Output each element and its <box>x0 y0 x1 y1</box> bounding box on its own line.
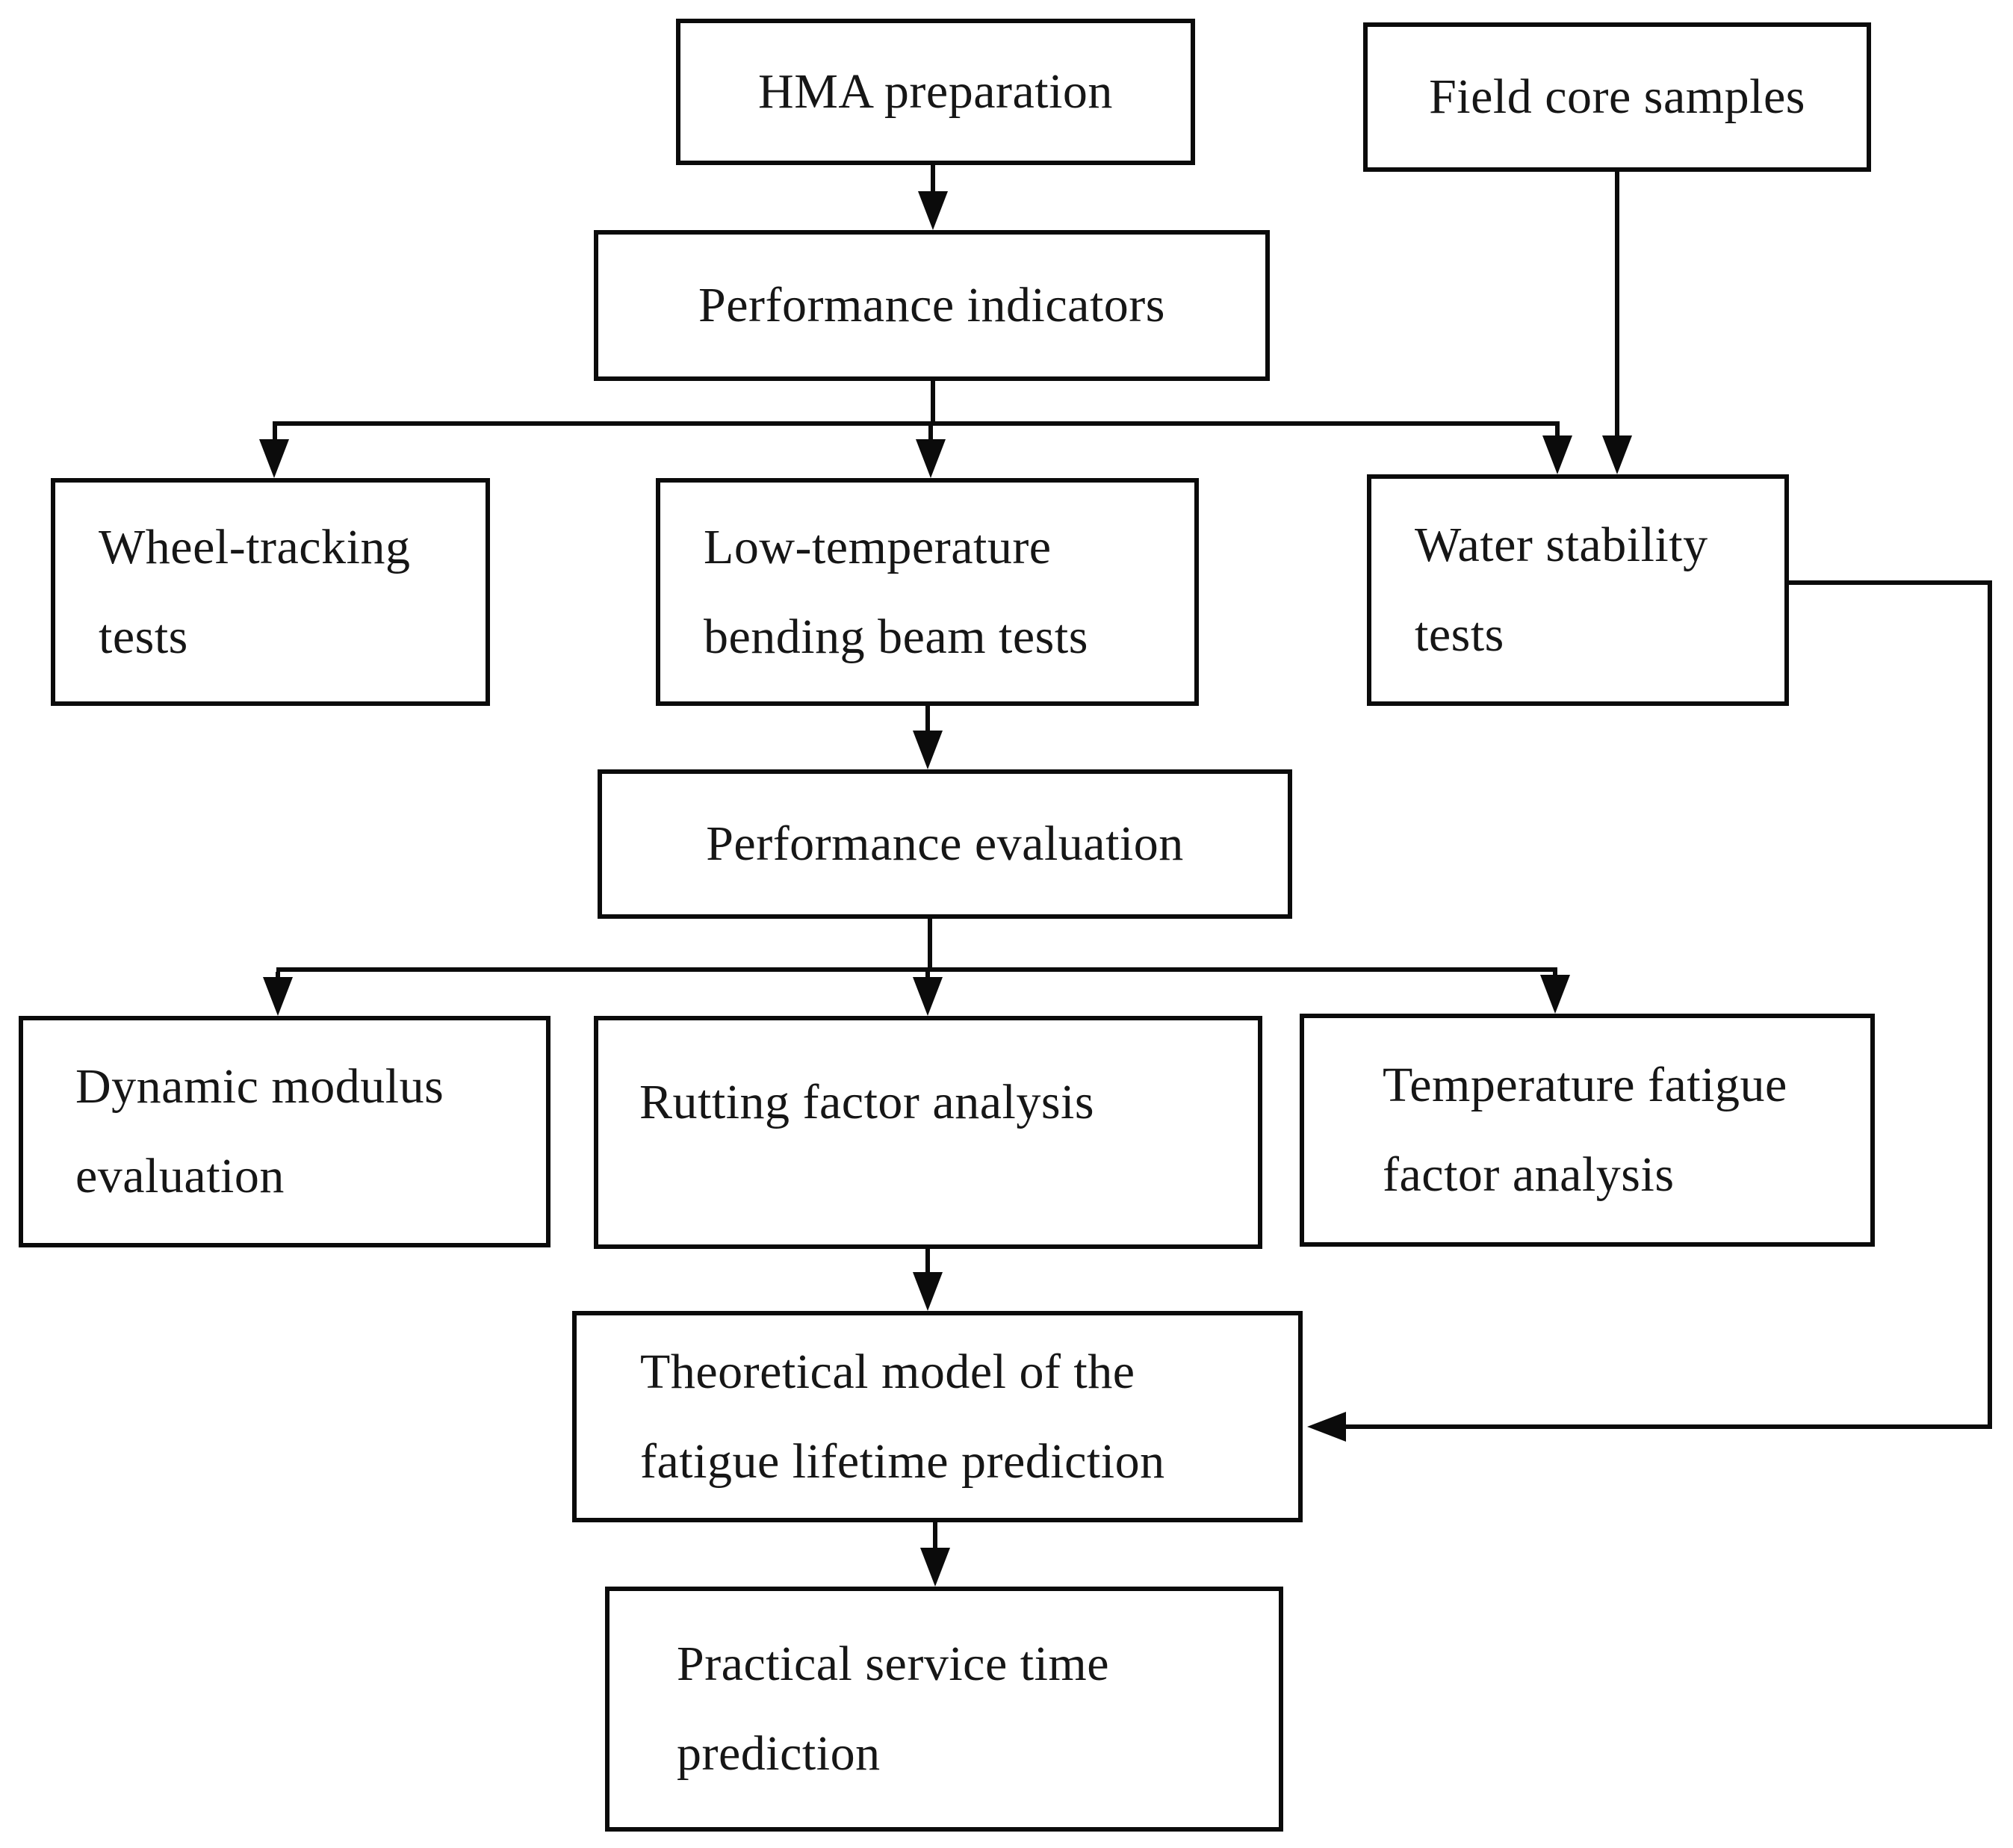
node-low-temperature-bending-beam-tests: Low-temperature bending beam tests <box>656 478 1199 706</box>
edge-water-to-model-right-line <box>1988 580 1992 1429</box>
edge-hma-to-indicators-arrowhead-icon <box>918 191 948 230</box>
branch-line-1 <box>273 421 1560 426</box>
edge-indicators-stub-line <box>931 379 935 426</box>
node-label: Performance indicators <box>698 278 1165 332</box>
node-label: Dynamic modulus evaluation <box>75 1059 444 1203</box>
node-water-stability-tests: Water stability tests <box>1367 474 1789 706</box>
node-label: Water stability tests <box>1415 518 1708 662</box>
edge-indicators-to-wheel-arrowhead-icon <box>259 439 289 478</box>
branch-line-2 <box>276 967 1557 972</box>
edge-model-to-practical-line <box>933 1522 937 1552</box>
node-rutting-factor-analysis: Rutting factor analysis <box>594 1016 1262 1249</box>
edge-lowtemp-to-evaluation-arrowhead-icon <box>913 731 943 769</box>
node-performance-evaluation: Performance evaluation <box>598 769 1292 919</box>
node-hma-preparation: HMA preparation <box>676 19 1195 165</box>
node-label: Field core samples <box>1429 69 1805 124</box>
edge-lowtemp-to-evaluation-line <box>925 706 930 734</box>
node-label: Theoretical model of the fatigue lifetim… <box>640 1344 1165 1489</box>
edge-evaluation-to-tempfatigue-arrowhead-icon <box>1540 975 1570 1014</box>
edge-indicators-to-wheel-line <box>273 421 277 444</box>
node-label: Practical service time prediction <box>677 1637 1110 1781</box>
node-practical-service-time-prediction: Practical service time prediction <box>605 1587 1283 1832</box>
edge-indicators-to-water-arrowhead-icon <box>1542 435 1572 474</box>
edge-water-to-model-bottom-line <box>1346 1424 1992 1429</box>
node-field-core-samples: Field core samples <box>1363 22 1871 172</box>
node-label: Low-temperature bending beam tests <box>704 519 1088 664</box>
edge-model-to-practical-arrowhead-icon <box>920 1548 950 1587</box>
edge-evaluation-stub-line <box>928 919 932 971</box>
edge-fieldcore-to-water-line <box>1615 172 1619 437</box>
edge-rutting-to-model-line <box>925 1249 930 1275</box>
edge-evaluation-to-dynamic-line <box>276 972 280 979</box>
node-theoretical-model: Theoretical model of the fatigue lifetim… <box>572 1311 1303 1522</box>
edge-water-to-model-arrowhead-icon <box>1307 1412 1346 1442</box>
node-label: Performance evaluation <box>706 816 1184 871</box>
edge-fieldcore-to-water-arrowhead-icon <box>1602 435 1632 474</box>
edge-indicators-to-lowtemp-arrowhead-icon <box>916 439 946 478</box>
node-wheel-tracking-tests: Wheel-tracking tests <box>51 478 490 706</box>
node-label: Wheel-tracking tests <box>99 519 411 664</box>
edge-evaluation-to-rutting-arrowhead-icon <box>913 977 943 1016</box>
edge-indicators-to-water-line <box>1555 426 1560 438</box>
node-dynamic-modulus-evaluation: Dynamic modulus evaluation <box>19 1016 550 1247</box>
node-label: Rutting factor analysis <box>639 1075 1095 1129</box>
edge-evaluation-to-dynamic-arrowhead-icon <box>263 977 293 1016</box>
node-temperature-fatigue-factor-analysis: Temperature fatigue factor analysis <box>1300 1014 1875 1247</box>
edge-indicators-to-lowtemp-line <box>928 426 933 442</box>
edge-evaluation-to-rutting-line <box>925 972 930 979</box>
edge-rutting-to-model-arrowhead-icon <box>913 1272 943 1311</box>
node-label: Temperature fatigue factor analysis <box>1383 1058 1787 1202</box>
edge-hma-to-indicators-line <box>931 165 935 196</box>
node-label: HMA preparation <box>758 64 1113 119</box>
edge-water-to-model-top-line <box>1789 580 1992 585</box>
node-performance-indicators: Performance indicators <box>594 230 1270 381</box>
